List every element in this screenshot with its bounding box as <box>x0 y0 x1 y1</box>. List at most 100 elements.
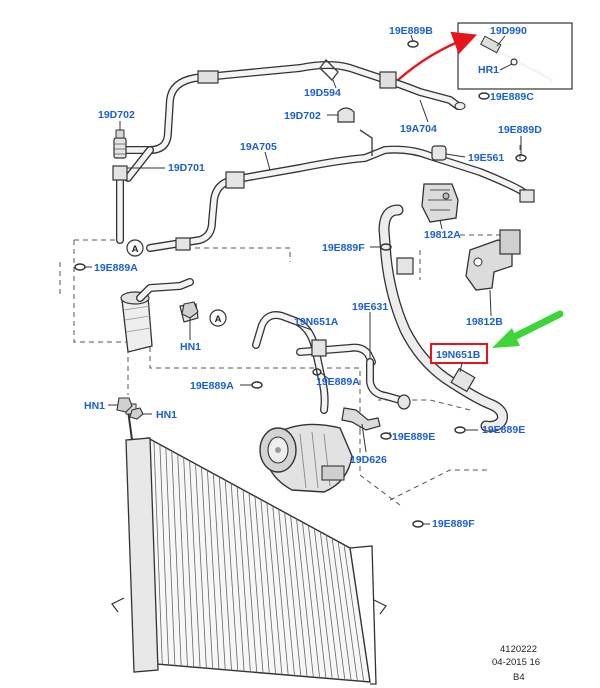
pipe-19e631 <box>366 358 411 410</box>
o-ring-19e889a-left <box>74 263 86 271</box>
condenser-fin <box>308 525 327 679</box>
pipe-19a705 <box>146 129 535 252</box>
label-19d990: 19D990 <box>490 25 527 37</box>
condenser-fin <box>296 518 314 678</box>
label-19812b: 19812B <box>466 316 503 328</box>
condenser-fin <box>266 502 283 675</box>
condenser-fins <box>153 441 365 682</box>
label-19e889a-mid2: 19E889A <box>316 376 360 388</box>
label-hn1-mid: HN1 <box>180 341 201 353</box>
condenser-fin <box>189 460 201 668</box>
condenser-fin <box>195 463 207 669</box>
condenser-fin <box>325 535 346 680</box>
label-19d702-mid: 19D702 <box>284 110 321 122</box>
leader-lines <box>85 34 522 525</box>
hose-19n651a <box>252 311 376 414</box>
condenser-fin <box>331 538 352 681</box>
callout-a-bottom-text: A <box>215 314 222 325</box>
condenser-fin <box>230 483 245 672</box>
nut-hn1-mid <box>181 301 199 319</box>
part-labels: 19E889B 19D990 HR1 19E889C 19D594 19D702… <box>84 25 542 530</box>
condenser-fin <box>224 480 239 671</box>
condenser-fin <box>236 486 251 672</box>
condenser-fin <box>207 470 220 670</box>
green-arrow-icon <box>492 310 564 348</box>
hose-19n651b <box>378 204 508 432</box>
condenser-fin <box>153 441 163 665</box>
label-19d594: 19D594 <box>304 87 341 99</box>
compressor <box>259 423 353 493</box>
label-19e889f-mid: 19E889F <box>322 242 365 254</box>
receiver-drier <box>120 278 199 353</box>
label-hn1-right: HN1 <box>156 409 177 421</box>
highlight-box <box>430 343 488 364</box>
callout-a-bottom: A <box>209 309 227 327</box>
label-19e889b: 19E889B <box>389 25 433 37</box>
label-19e889e-right: 19E889E <box>482 424 525 436</box>
bracket-19d626 <box>341 407 381 431</box>
label-19e561: 19E561 <box>468 152 504 164</box>
reference-block: 4120222 04-2015 16 B4 <box>492 644 540 683</box>
drawing-date: 04-2015 16 <box>492 657 540 668</box>
label-19e889f-bottom: 19E889F <box>432 518 475 530</box>
condenser-fin <box>242 489 258 673</box>
o-ring-19e889b <box>407 40 419 48</box>
pressure-switch-19d702 <box>337 107 355 123</box>
condenser-fin <box>159 444 169 666</box>
detail-pointer-arrow <box>397 31 478 81</box>
condenser-fin <box>313 528 333 679</box>
condenser <box>111 403 387 685</box>
callout-a-top-text: A <box>132 244 139 255</box>
condenser-fin <box>218 476 232 671</box>
condenser-fin <box>343 544 365 682</box>
o-ring-19e889e-mid <box>380 432 392 440</box>
o-ring-19e889c <box>478 92 490 100</box>
label-19d701: 19D701 <box>168 162 205 174</box>
condenser-fin <box>177 454 188 667</box>
label-19e889a-left: 19E889A <box>94 262 138 274</box>
condenser-fin <box>319 531 339 680</box>
condenser-fin <box>260 499 276 675</box>
o-ring-19e889e-right <box>454 426 466 434</box>
nut-hn1-right <box>129 407 144 420</box>
label-19e889a-mid1: 19E889A <box>190 380 234 392</box>
condenser-fin <box>284 512 302 677</box>
condenser-fin <box>212 473 226 670</box>
label-hn1-left: HN1 <box>84 400 105 412</box>
drawing-code: B4 <box>513 672 525 683</box>
label-19n651b: 19N651B <box>436 349 481 361</box>
condenser-fin <box>165 447 176 666</box>
label-19e631: 19E631 <box>352 301 388 313</box>
condenser-fin <box>254 496 270 674</box>
label-19d626: 19D626 <box>350 454 387 466</box>
o-ring-19e889a-mid2 <box>312 368 322 376</box>
label-19n651a: 19N651A <box>294 316 339 328</box>
label-19e889c: 19E889C <box>490 91 534 103</box>
pipe-19d701 <box>112 129 154 244</box>
o-ring-19e889a-mid1 <box>251 381 263 389</box>
condenser-fin <box>302 522 321 678</box>
label-19d702-left: 19D702 <box>98 109 135 121</box>
nut-hn1-left <box>116 397 133 413</box>
label-19a704: 19A704 <box>400 123 437 135</box>
condenser-fin <box>201 467 214 669</box>
condenser-fin <box>272 505 289 676</box>
condenser-fin <box>248 492 264 674</box>
pipe-19a704 <box>114 58 466 154</box>
label-19a705: 19A705 <box>240 141 277 153</box>
callout-a-top: A <box>126 239 144 257</box>
label-19e889d: 19E889D <box>498 124 542 136</box>
label-19812a: 19812A <box>424 229 461 241</box>
label-hr1: HR1 <box>478 64 499 76</box>
o-ring-19e889f-bottom <box>412 520 424 528</box>
condenser-fin <box>337 541 358 681</box>
drawing-number: 4120222 <box>500 644 537 655</box>
label-19e889e-mid: 19E889E <box>392 431 435 443</box>
condenser-fin <box>183 457 195 668</box>
condenser-fin <box>290 515 308 677</box>
condenser-fin <box>278 509 295 676</box>
condenser-fin <box>171 450 182 667</box>
highlight-19n651b: 19N651B <box>430 343 488 373</box>
o-ring-19e889d <box>515 154 527 162</box>
